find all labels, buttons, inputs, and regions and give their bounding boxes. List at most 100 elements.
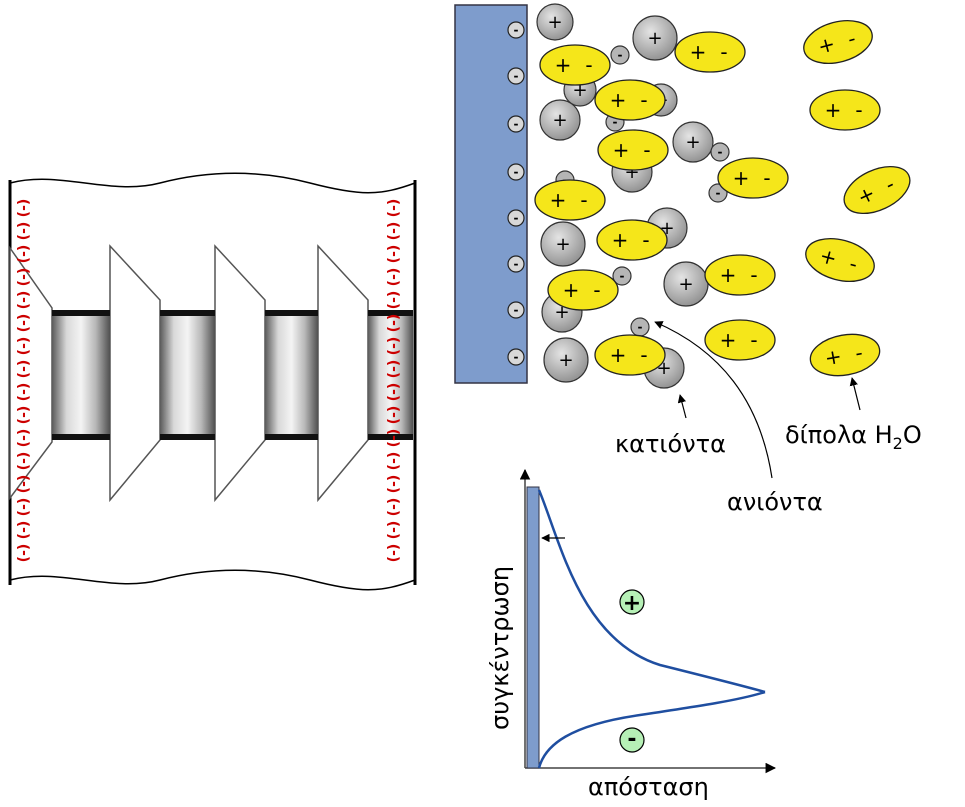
dipole-body xyxy=(704,254,776,296)
membrane-charge-symbol: (-) xyxy=(386,429,402,448)
membrane-charge-symbol: (-) xyxy=(386,521,402,540)
anion xyxy=(710,142,730,162)
dipole-minus: - xyxy=(593,278,600,302)
membrane-charge-symbol: (-) xyxy=(386,314,402,333)
anion-concentration-curve xyxy=(537,690,766,769)
membrane-charge-symbol: (-) xyxy=(386,199,402,218)
electrode-charge-sign: - xyxy=(514,165,519,179)
dipole-minus: - xyxy=(750,263,757,287)
disk-shape xyxy=(109,244,161,503)
membrane-charges-left: (-)(-)(-)(-)(-)(-)(-)(-)(-)(-)(-)(-)(-)(… xyxy=(16,199,32,563)
membrane-charge-symbol: (-) xyxy=(16,314,32,333)
dipole-minus: - xyxy=(720,40,727,64)
water-dipole: +- xyxy=(534,179,606,221)
water-dipole: +- xyxy=(809,89,881,131)
top-wavy-border xyxy=(9,172,416,194)
anion xyxy=(612,266,632,286)
membrane-charge-symbol: (-) xyxy=(386,360,402,379)
bottom-wavy-border xyxy=(9,569,416,591)
membrane-charge-symbol: (-) xyxy=(386,337,402,356)
membrane-charges-right: (-)(-)(-)(-)(-)(-)(-)(-)(-)(-)(-)(-)(-)(… xyxy=(386,199,402,563)
electrode-charge-sign: - xyxy=(514,211,519,225)
x-axis-label: απόσταση xyxy=(588,773,709,801)
membrane-charge-symbol: (-) xyxy=(386,383,402,402)
electrode-charge xyxy=(507,67,525,85)
membrane-charge-symbol: (-) xyxy=(16,291,32,310)
water-dipole: +- xyxy=(704,254,776,296)
membrane-charge-symbol: (-) xyxy=(16,383,32,402)
water-dipole: +- xyxy=(704,319,776,361)
electrode-charge xyxy=(507,115,525,133)
dipole-body xyxy=(597,129,669,171)
cylinder xyxy=(368,310,413,440)
dipole-body xyxy=(809,333,881,377)
membrane-charge-symbol: (-) xyxy=(16,245,32,264)
dipole-plus: + xyxy=(613,138,630,162)
dipole-body xyxy=(805,238,875,282)
disk-shape xyxy=(9,245,53,501)
anion-sign: - xyxy=(618,48,623,62)
plus-marker xyxy=(619,589,645,615)
membrane-charge-symbol: (-) xyxy=(386,475,402,494)
dipoles-label-subscript: 2 xyxy=(893,434,903,453)
cation-sign: + xyxy=(678,274,693,295)
anions-arrow xyxy=(654,321,773,479)
electrode xyxy=(454,4,528,384)
dipoles-label: δίπολα H2O xyxy=(785,421,922,453)
dipole-plus: + xyxy=(563,278,580,302)
dipole-plus: + xyxy=(733,166,750,190)
membrane-charge-symbol: (-) xyxy=(16,222,32,241)
dipole-plus: + xyxy=(610,88,627,112)
dipole-minus: - xyxy=(853,340,864,365)
capacitor-illustration: (-) (-) (-) (-) (-) (-) (-) (-) (-) (-) (-) (-) (-) (… xyxy=(8,172,417,591)
cylinder xyxy=(265,310,318,440)
dipole-body xyxy=(803,20,873,64)
electrode-charge xyxy=(507,301,525,319)
electrode-charge xyxy=(507,255,525,273)
membrane-charge-symbol: (-) xyxy=(386,498,402,517)
dipole-minus: - xyxy=(585,53,592,77)
y-axis-label: συγκέντρωση xyxy=(486,566,514,730)
dipole-minus: - xyxy=(855,98,862,122)
anions-label: ανιόντα xyxy=(727,488,823,516)
water-dipole: +- xyxy=(594,79,666,121)
membrane-charge-symbol: (-) xyxy=(386,544,402,563)
electrode-charge-sign: - xyxy=(514,23,519,37)
double-layer-diagram: -------- +++++++++++++ ------- +-+-+-+-+… xyxy=(454,3,922,516)
dipole-minus: - xyxy=(640,343,647,367)
dipoles-label-suffix: O xyxy=(903,421,922,449)
membrane-charge-symbol: (-) xyxy=(16,199,32,218)
water-dipole: +- xyxy=(539,44,611,86)
dipole-minus: - xyxy=(642,228,649,252)
electrode-charge xyxy=(507,163,525,181)
electrode-wall xyxy=(526,486,540,769)
electrode-charge xyxy=(507,209,525,227)
cation-sign: + xyxy=(547,12,562,33)
minus-marker-sign: - xyxy=(627,727,636,752)
membrane-charge-symbol: (-) xyxy=(16,544,32,563)
water-dipole: +- xyxy=(803,20,873,64)
dipole-body xyxy=(704,319,776,361)
cylinder xyxy=(52,310,110,440)
cation xyxy=(536,3,574,41)
dipole-plus: + xyxy=(720,328,737,352)
anion-sign: - xyxy=(718,145,723,159)
concentration-graph: + - συγκέντρωση απόσταση xyxy=(486,468,777,801)
anion xyxy=(610,45,630,65)
membrane-charge-symbol: (-) xyxy=(16,475,32,494)
cation-sign: + xyxy=(647,28,662,49)
anion-sign: - xyxy=(638,320,643,334)
dipoles-arrow xyxy=(849,377,861,411)
membrane-charge-symbol: (-) xyxy=(386,222,402,241)
dipole-body xyxy=(547,269,619,311)
dipole-minus: - xyxy=(580,188,587,212)
anion-sign: - xyxy=(716,186,721,200)
dipole-plus: + xyxy=(815,31,837,59)
water-dipole: +- xyxy=(809,333,881,377)
membrane-charge-symbol: (-) xyxy=(386,291,402,310)
disk-shape xyxy=(214,244,266,503)
cation-concentration-curve xyxy=(537,489,766,694)
water-dipole: +- xyxy=(843,165,911,215)
dipole-body xyxy=(809,89,881,131)
membrane-charge-symbol: (-) xyxy=(16,452,32,471)
